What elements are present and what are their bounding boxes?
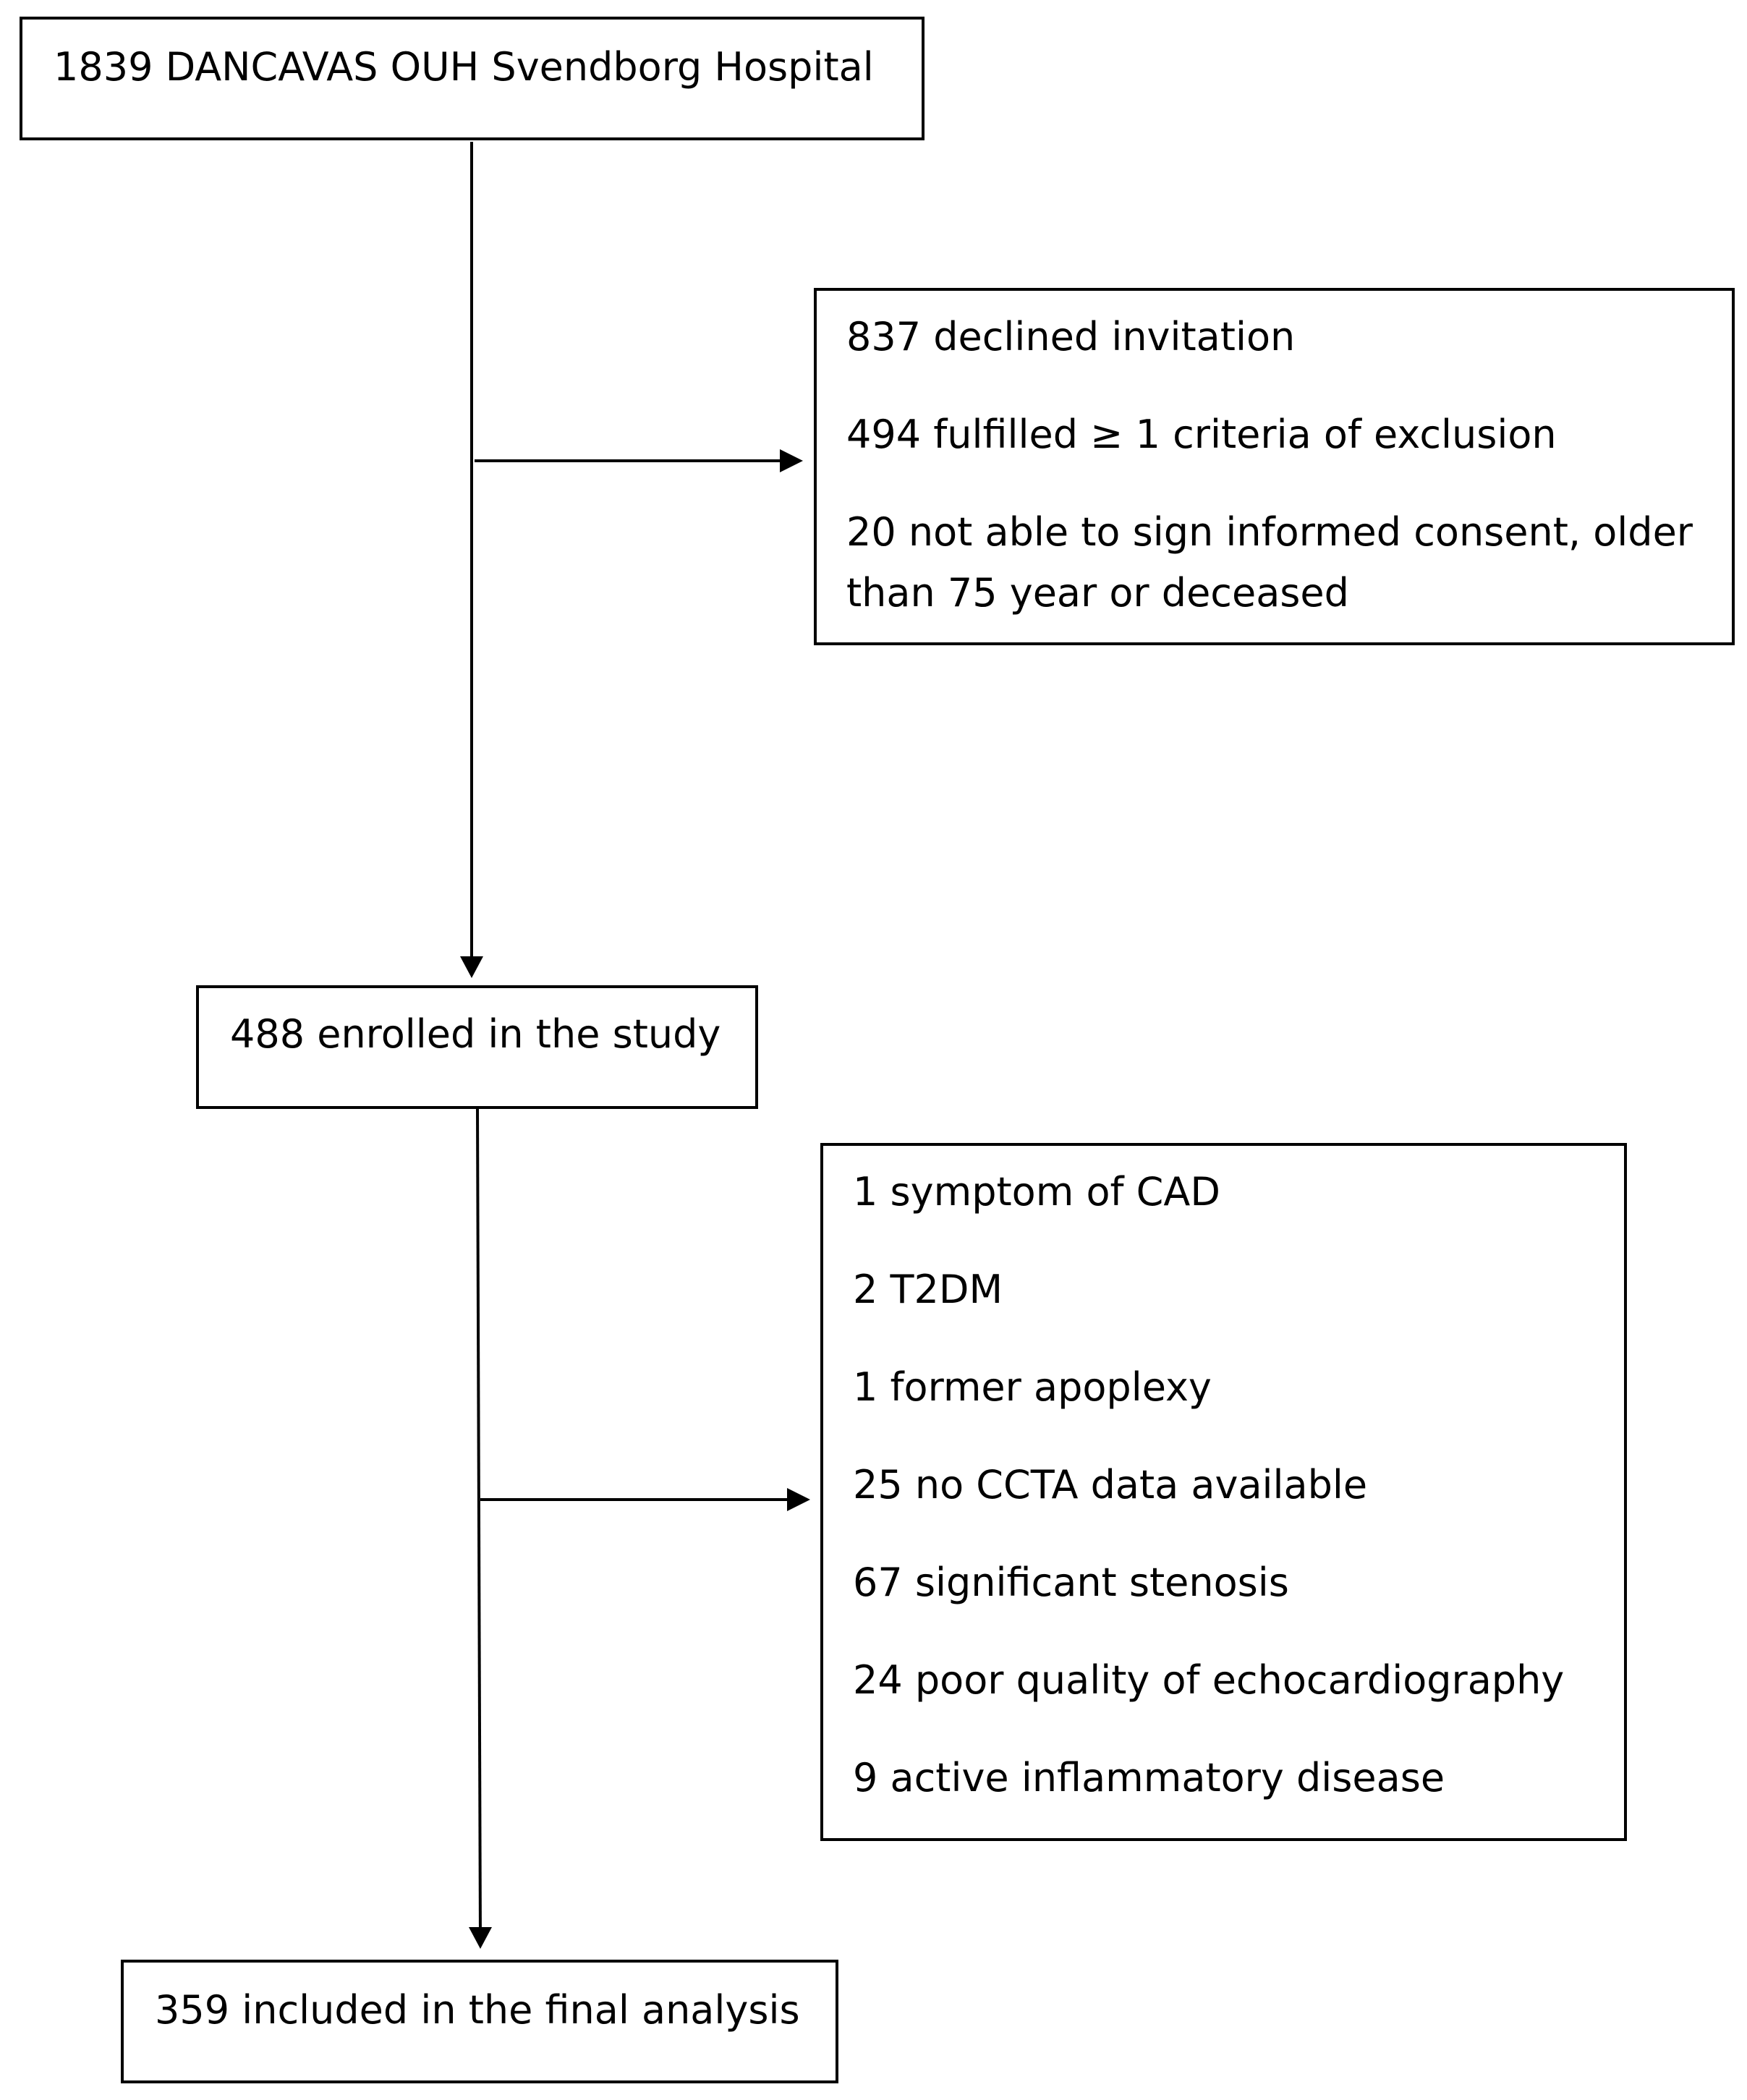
exclusion-2-item: 1 symptom of CAD xyxy=(853,1169,1220,1215)
enrolled-box: 488 enrolled in the study xyxy=(196,985,758,1109)
final-box: 359 included in the final analysis xyxy=(121,1960,838,2083)
arrowhead-enrolled xyxy=(460,956,483,978)
arrowhead-final xyxy=(469,1927,492,1949)
final-box-label: 359 included in the final analysis xyxy=(155,1987,800,2033)
source-box-label: 1839 DANCAVAS OUH Svendborg Hospital xyxy=(54,44,874,90)
exclusion-box-2: 1 symptom of CAD 2 T2DM 1 former apoplex… xyxy=(820,1143,1627,1841)
exclusion-2-item: 24 poor quality of echocardiography xyxy=(853,1657,1565,1703)
enrolled-box-label: 488 enrolled in the study xyxy=(230,1011,721,1057)
exclusion-2-item: 2 T2DM xyxy=(853,1267,1003,1312)
exclusion-box-1: 837 declined invitation 494 fulfilled ≥ … xyxy=(814,288,1735,645)
exclusion-2-item: 25 no CCTA data available xyxy=(853,1462,1368,1508)
exclusion-1-item: 20 not able to sign informed consent, ol… xyxy=(846,509,1693,616)
source-box: 1839 DANCAVAS OUH Svendborg Hospital xyxy=(20,17,924,140)
arrowhead-exclusion-2 xyxy=(787,1488,810,1511)
exclusion-list-2: 1 symptom of CAD 2 T2DM 1 former apoplex… xyxy=(853,1162,1605,1808)
exclusion-2-item: 1 former apoplexy xyxy=(853,1364,1212,1410)
arrowhead-exclusion-1 xyxy=(780,449,803,472)
exclusion-1-item: 494 fulfilled ≥ 1 criteria of exclusion xyxy=(846,412,1557,457)
exclusion-1-item: 837 declined invitation xyxy=(846,314,1296,360)
exclusion-list-1: 837 declined invitation 494 fulfilled ≥ … xyxy=(846,307,1707,624)
arrow-enrolled-to-final xyxy=(476,1108,482,1941)
exclusion-2-item: 67 significant stenosis xyxy=(853,1560,1289,1605)
exclusion-2-item: 9 active inflammatory disease xyxy=(853,1755,1445,1801)
